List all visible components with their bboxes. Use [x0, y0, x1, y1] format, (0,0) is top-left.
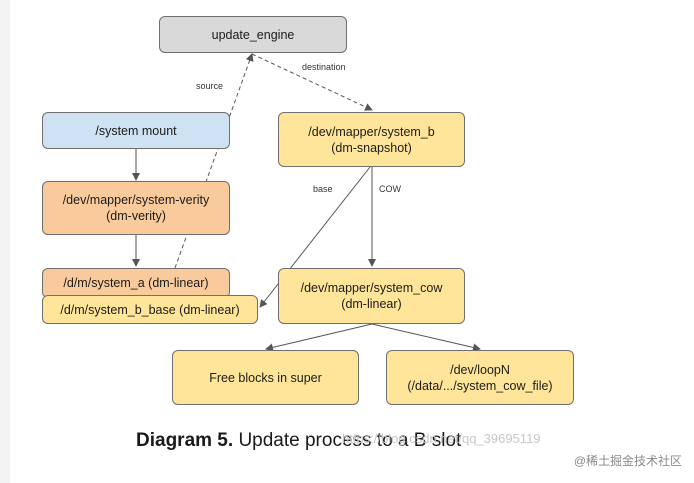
edge-label-destination: destination: [302, 62, 346, 72]
node-system-b: /dev/mapper/system_b (dm-snapshot): [278, 112, 465, 167]
diagram-caption: Diagram 5. Update process to a B slot: [136, 430, 461, 452]
node-free-blocks: Free blocks in super: [172, 350, 359, 405]
edge-label-cow: COW: [379, 184, 401, 194]
node-label-line: (dm-snapshot): [331, 140, 412, 155]
node-label-line: /d/m/system_b_base (dm-linear): [60, 302, 240, 317]
node-system-cow: /dev/mapper/system_cow (dm-linear): [278, 268, 465, 324]
edge-cow-to-loopn: [371, 323, 481, 352]
node-system-mount: /system mount: [42, 112, 230, 149]
node-label-line: /dev/mapper/system-verity: [62, 193, 210, 207]
node-system-a: /d/m/system_a (dm-linear): [42, 268, 230, 298]
node-update-engine: update_engine: [159, 16, 347, 53]
node-loopn: /dev/loopN (/data/.../system_cow_file): [386, 350, 574, 405]
node-label-line: /d/m/system_a (dm-linear): [63, 276, 209, 290]
site-watermark: @稀土掘金技术社区: [573, 454, 682, 468]
node-label-line: /dev/mapper/system_b: [308, 124, 435, 139]
left-edge-strip: [0, 0, 10, 483]
edge-label-base: base: [313, 184, 333, 194]
node-system-b-base: /d/m/system_b_base (dm-linear): [42, 295, 258, 324]
node-label-line: /dev/loopN: [450, 362, 510, 377]
node-system-verity: /dev/mapper/system-verity (dm-verity): [42, 181, 230, 235]
node-label-line: Free blocks in super: [209, 370, 322, 385]
edge-label-source: source: [196, 81, 224, 91]
node-label-line: (dm-verity): [106, 209, 166, 223]
node-label-line: (dm-linear): [341, 297, 402, 311]
node-label-line: (/data/.../system_cow_file): [407, 378, 553, 393]
edge-destination: [251, 53, 373, 111]
node-label-line: /dev/mapper/system_cow: [300, 281, 443, 295]
caption-number: Diagram 5.: [136, 430, 234, 451]
node-label-line: update_engine: [211, 27, 295, 42]
node-label-line: /system mount: [95, 123, 177, 138]
overlay-url-watermark: https://blog.csdn.net/qq_39695119: [342, 431, 541, 446]
caption-text: Update process to a B slot: [238, 430, 462, 451]
edge-cow-to-free-blocks: [265, 323, 373, 352]
